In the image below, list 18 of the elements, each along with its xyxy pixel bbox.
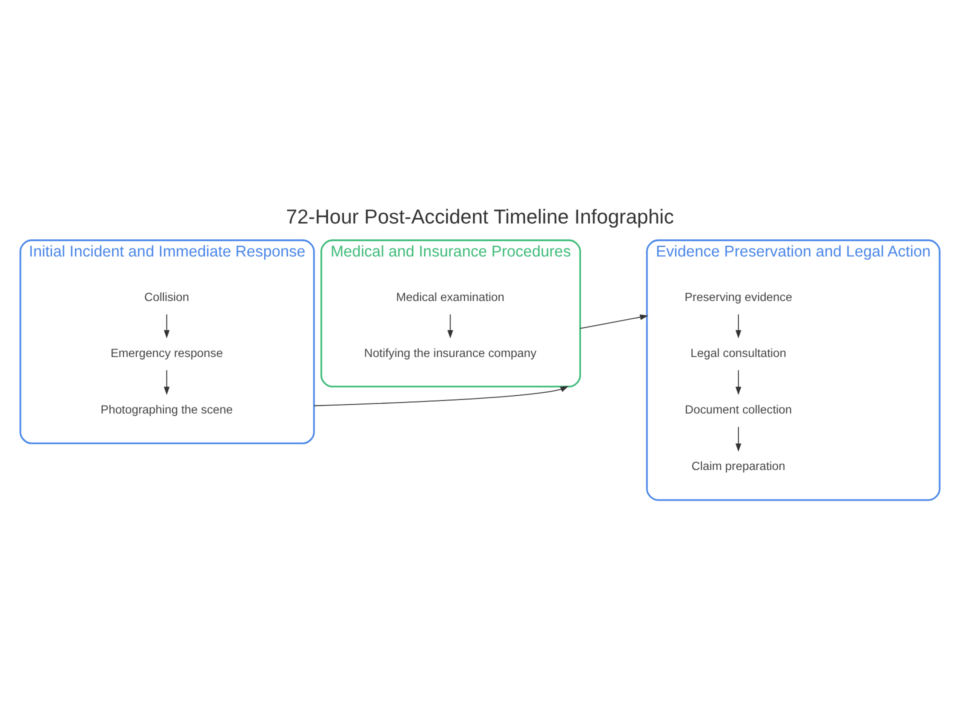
node-text: Claim preparation <box>692 458 786 473</box>
node-text: Legal consultation <box>690 345 786 360</box>
node-text: Preserving evidence <box>684 289 792 304</box>
node-text: Emergency response <box>110 345 223 360</box>
diagram-title: 72-Hour Post-Accident Timeline Infographic <box>286 206 674 228</box>
arrow <box>736 313 742 338</box>
arrow <box>447 313 454 338</box>
arrow <box>580 314 648 328</box>
arrow <box>736 369 742 395</box>
arrow <box>164 313 170 338</box>
node-text: Photographing the scene <box>100 402 233 416</box>
node-text: Notifying the insurance company <box>364 345 536 360</box>
arrow <box>736 426 742 452</box>
node-text: Collision <box>144 289 190 304</box>
arrow <box>164 369 170 395</box>
arrow <box>314 386 569 406</box>
node-text: Document collection <box>684 402 792 416</box>
node-text: Medical examination <box>396 289 504 304</box>
